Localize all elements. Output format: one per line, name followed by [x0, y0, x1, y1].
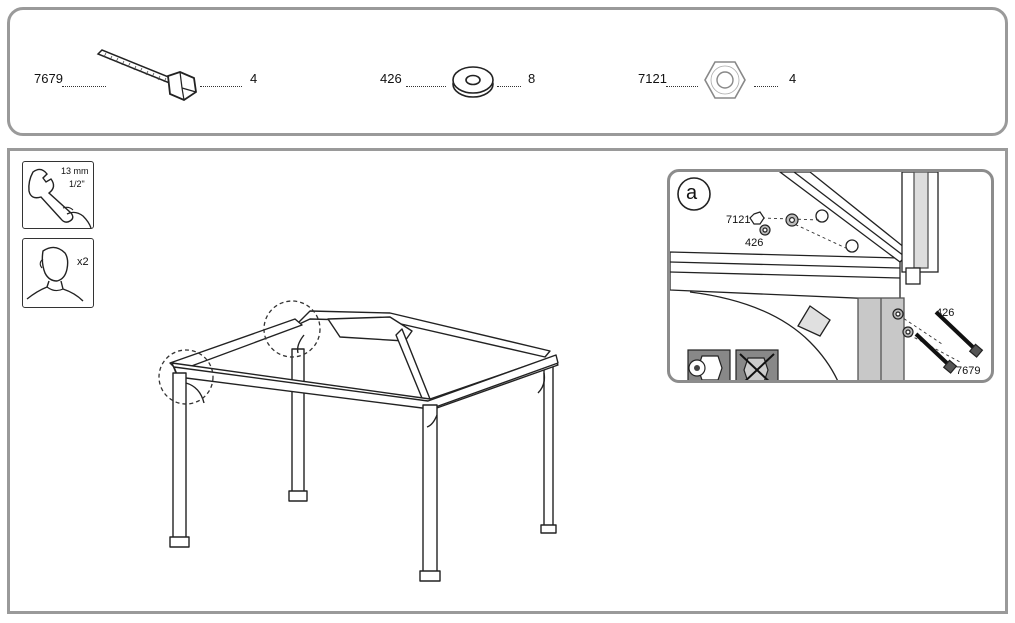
callout-washer-top: 426 — [745, 237, 764, 249]
leader-dots — [497, 86, 521, 87]
detail-label: a — [686, 182, 698, 204]
bolt-icon — [96, 49, 197, 102]
quantity-bolt: 4 — [250, 71, 258, 86]
incorrect-nut-orientation-icon — [735, 349, 779, 380]
detail-label-circle — [677, 177, 711, 211]
callout-washer-right: 426 — [936, 307, 955, 319]
quantity-nut: 4 — [789, 71, 797, 86]
wrench-size-mm: 13 mm — [61, 166, 89, 176]
quantity-washer: 8 — [528, 71, 536, 86]
gazebo-frame-illustration — [158, 300, 559, 582]
correct-nut-orientation-icon — [687, 349, 731, 380]
person-icon — [26, 246, 84, 302]
leader-dots — [406, 86, 446, 87]
hardware-right — [892, 308, 984, 374]
wrench-size-inch: 1/2" — [69, 179, 85, 189]
detail-callout-circle — [263, 300, 321, 358]
people-count: x2 — [77, 256, 89, 268]
leader-dots — [62, 86, 106, 87]
callout-bolt: 7679 — [956, 365, 981, 377]
hex-nut-icon — [704, 61, 746, 99]
parts-list-panel: 7679 4 426 8 712 — [7, 7, 1008, 136]
washer-icon — [452, 66, 494, 98]
part-number-washer: 426 — [380, 71, 402, 86]
detail-inset-a: a 7121 426 426 7679 — [667, 169, 994, 383]
bracket-detail-illustration — [670, 172, 984, 380]
callout-nut: 7121 — [726, 214, 751, 226]
wrench-tool-box: 13 mm 1/2" — [22, 161, 94, 229]
leader-dots — [754, 86, 778, 87]
detail-callout-circle — [158, 349, 214, 405]
part-number-bolt: 7679 — [34, 71, 63, 86]
leader-dots — [200, 86, 242, 87]
wrench-icon — [28, 168, 92, 229]
two-person-box: x2 — [22, 238, 94, 308]
hardware-top — [749, 211, 799, 236]
leader-dots — [666, 86, 698, 87]
part-number-nut: 7121 — [638, 71, 667, 86]
